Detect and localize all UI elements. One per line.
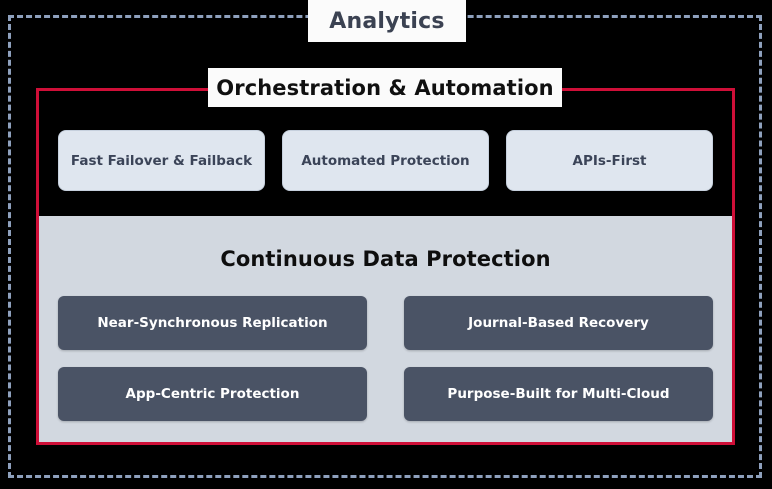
cdp-card-purpose-built-multi-cloud[interactable]: Purpose-Built for Multi-Cloud bbox=[404, 367, 713, 421]
pill-apis-first[interactable]: APIs-First bbox=[506, 130, 713, 191]
cdp-card-near-synchronous-replication[interactable]: Near-Synchronous Replication bbox=[58, 296, 367, 350]
cdp-card-grid: Near-Synchronous Replication Journal-Bas… bbox=[58, 296, 713, 421]
cdp-card-label: App-Centric Protection bbox=[125, 386, 300, 402]
orchestration-automation-label: Orchestration & Automation bbox=[208, 68, 562, 107]
analytics-label: Analytics bbox=[308, 0, 466, 42]
analytics-label-text: Analytics bbox=[329, 8, 445, 34]
cdp-card-journal-based-recovery[interactable]: Journal-Based Recovery bbox=[404, 296, 713, 350]
continuous-data-protection-panel: Continuous Data Protection Near-Synchron… bbox=[39, 216, 732, 442]
cdp-card-app-centric-protection[interactable]: App-Centric Protection bbox=[58, 367, 367, 421]
pill-label: Automated Protection bbox=[301, 152, 470, 169]
capability-pill-row: Fast Failover & Failback Automated Prote… bbox=[58, 130, 713, 191]
orchestration-automation-label-text: Orchestration & Automation bbox=[216, 75, 554, 100]
pill-fast-failover-failback[interactable]: Fast Failover & Failback bbox=[58, 130, 265, 191]
cdp-card-label: Near-Synchronous Replication bbox=[97, 315, 328, 331]
pill-label: APIs-First bbox=[572, 152, 647, 169]
pill-label: Fast Failover & Failback bbox=[70, 152, 253, 169]
continuous-data-protection-title: Continuous Data Protection bbox=[220, 247, 551, 271]
pill-automated-protection[interactable]: Automated Protection bbox=[282, 130, 489, 191]
cdp-card-label: Journal-Based Recovery bbox=[468, 315, 649, 331]
cdp-card-label: Purpose-Built for Multi-Cloud bbox=[447, 386, 670, 402]
